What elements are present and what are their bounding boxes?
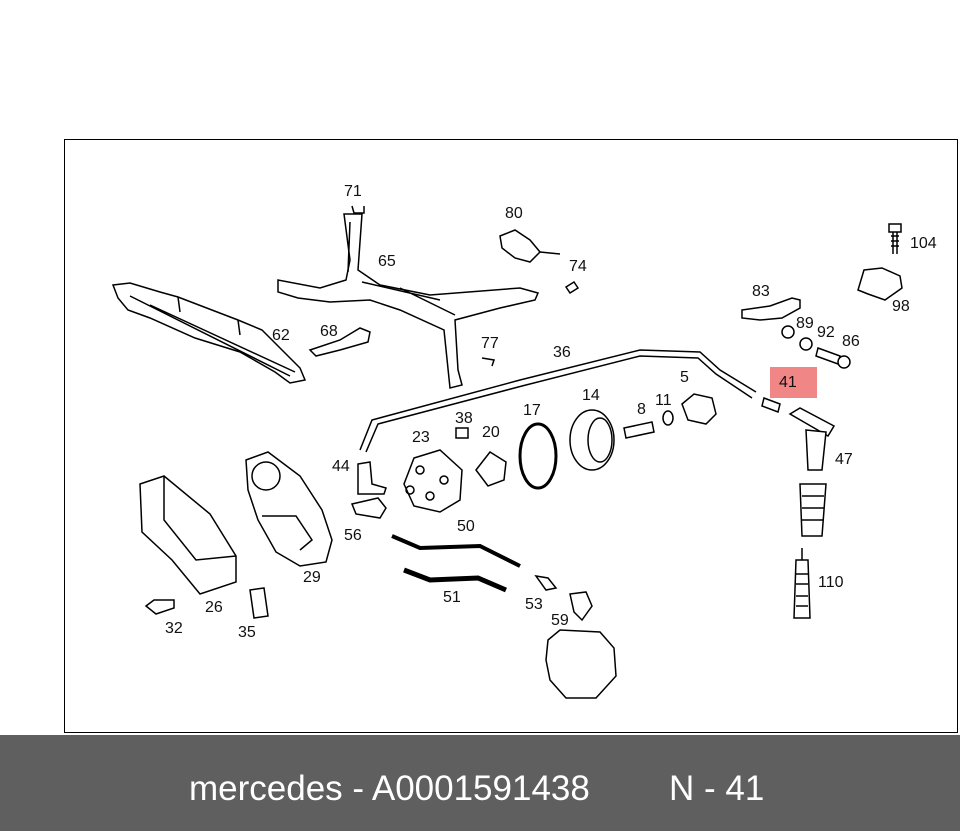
label-part-89: 89 [796,315,814,332]
label-part-41: 41 [779,374,797,391]
label-part-62: 62 [272,327,290,344]
part-83-bracket [741,297,801,321]
label-part-98: 98 [892,298,910,315]
footer-position-code: N - 41 [669,769,765,808]
label-part-68: 68 [320,323,338,340]
part-89-washer [781,325,795,339]
part-98-bracket [857,267,903,301]
part-51-hose [403,567,507,593]
label-part-86: 86 [842,333,860,350]
part-8-bolt [623,421,655,439]
part-62-rail [111,282,307,384]
part-module-housing [545,629,617,699]
part-77-clip [481,357,495,367]
part-50-hose [391,534,521,568]
label-part-56: 56 [344,527,362,544]
label-part-26: 26 [205,599,223,616]
label-part-36: 36 [553,344,571,361]
part-17-oring [518,422,558,490]
label-part-104: 104 [910,235,937,252]
label-part-8: 8 [637,401,646,418]
part-92-washer [799,337,813,351]
part-26-box [139,475,237,595]
part-41-connector [761,397,781,413]
label-part-71: 71 [344,183,362,200]
part-11-washer [662,410,674,426]
label-part-29: 29 [303,569,321,586]
label-part-14: 14 [582,387,600,404]
label-part-5: 5 [680,369,689,386]
part-110-spark-plug [793,548,811,619]
label-part-77: 77 [481,335,499,352]
label-part-51: 51 [443,589,461,606]
label-part-44: 44 [332,458,350,475]
label-part-110: 110 [818,574,844,591]
part-74-clip [564,280,580,295]
label-part-17: 17 [523,402,541,419]
label-part-20: 20 [482,424,500,441]
part-36-cable [359,349,757,451]
part-14-rotor-cap [569,409,615,471]
label-part-53: 53 [525,596,543,613]
label-part-80: 80 [505,205,523,222]
part-56-connector [350,497,387,519]
label-part-92: 92 [817,324,835,341]
part-104-bolt [888,223,902,254]
part-29-cover [245,451,333,567]
label-part-32: 32 [165,620,183,637]
part-53-bolt [534,574,558,591]
part-23-distributor [403,449,463,513]
part-59-cap [569,591,593,622]
label-part-23: 23 [412,429,430,446]
label-part-38: 38 [455,410,473,427]
label-part-74: 74 [569,258,587,275]
part-80-sensor [499,229,561,263]
label-part-65: 65 [378,253,396,270]
label-part-83: 83 [752,283,770,300]
footer-bar: mercedes - A0001591438 N - 41 [0,735,960,831]
part-38-nut [455,427,469,439]
part-36-cable-inner [365,355,753,453]
part-86-bolt [815,347,851,369]
label-part-59: 59 [551,612,569,629]
label-part-50: 50 [457,518,475,535]
part-32-bolt [144,599,175,615]
part-68-shield [308,327,371,357]
label-part-35: 35 [238,624,256,641]
label-part-11: 11 [655,392,672,409]
part-5-flange [681,393,717,425]
part-65-frame [277,213,540,389]
part-44-connector [357,461,387,495]
footer-part-number: mercedes - A0001591438 [189,769,590,808]
part-47-ignition-lead [788,407,836,537]
part-20-sensor [475,451,507,487]
part-71-clip [351,205,365,214]
part-35-clip [249,587,269,619]
highlighted-part-marker [770,367,817,398]
label-part-47: 47 [835,451,853,468]
